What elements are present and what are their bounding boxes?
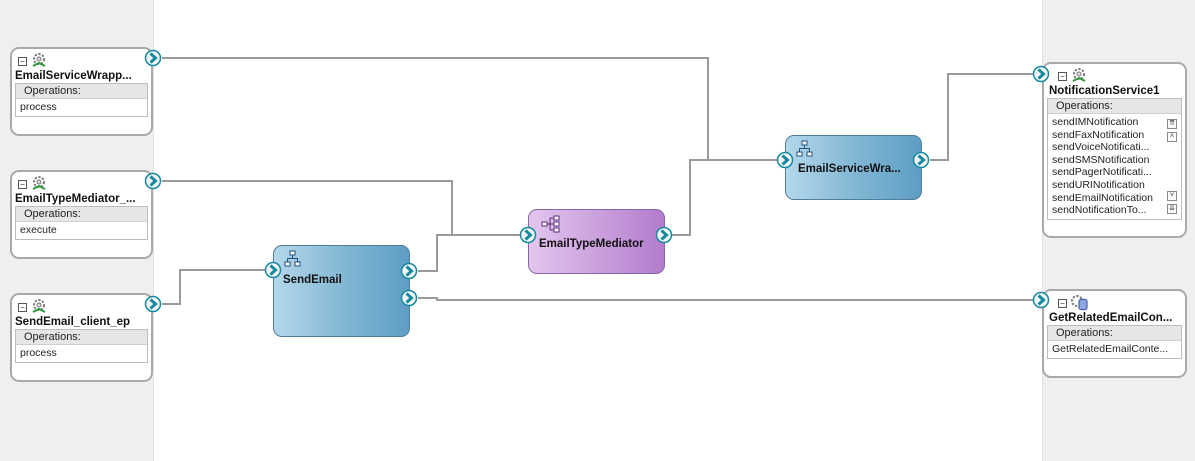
reference-notificationservice1[interactable]: − NotificationService1 Operations: sendI… (1042, 62, 1187, 238)
wire-sendemail-to-getrelatedemail[interactable] (418, 297, 1033, 301)
scroll-top-icon[interactable]: ⇈ (1167, 119, 1177, 129)
operations-header: Operations: (1048, 326, 1181, 341)
collapse-icon[interactable]: − (18, 180, 27, 189)
operations-header: Operations: (16, 207, 147, 222)
sendemail-output-port-icon[interactable] (400, 289, 418, 307)
collapse-icon[interactable]: − (18, 57, 27, 66)
sendemail-input-port-icon[interactable] (264, 261, 282, 279)
component-name: SendEmail (283, 274, 342, 286)
web-service-gear-icon (32, 176, 46, 190)
operations-panel: Operations: execute (15, 206, 148, 240)
collapse-icon[interactable]: − (1058, 299, 1067, 308)
service-name: SendEmail_client_ep (15, 316, 131, 328)
bpel-process-icon (796, 140, 813, 157)
component-emailservicewrapper[interactable]: EmailServiceWra... (785, 135, 922, 200)
sendemail-output-port-icon[interactable] (400, 262, 418, 280)
scroll-bottom-icon[interactable]: ⇊ (1167, 204, 1177, 214)
operation-item[interactable]: sendIMNotification (1052, 116, 1139, 128)
operation-item[interactable]: sendPagerNotificati... (1052, 166, 1152, 179)
operation-item[interactable]: GetRelatedEmailConte... (1052, 343, 1169, 355)
operation-item[interactable]: sendURINotification (1052, 178, 1145, 191)
service-sendemail-client-ep[interactable]: − SendEmail_client_ep Operations: proces… (10, 293, 153, 382)
wire-mediator-to-emailservicewrapper[interactable] (672, 159, 786, 236)
service-name: EmailTypeMediator_... (15, 193, 136, 205)
mediator-icon (541, 215, 560, 233)
web-service-gear-icon (32, 53, 46, 67)
operation-item[interactable]: sendEmailNotification (1052, 191, 1153, 204)
bpel-process-icon (284, 250, 301, 267)
service-emailtypemediator[interactable]: − EmailTypeMediator_... Operations: exec… (10, 170, 153, 259)
operations-panel: Operations: sendIMNotification sendFaxNo… (1047, 98, 1182, 220)
reference-name: GetRelatedEmailCon... (1049, 312, 1173, 324)
reference-port-icon[interactable] (1032, 65, 1050, 83)
service-port-icon[interactable] (144, 295, 162, 313)
wire-client-to-sendemail[interactable] (162, 269, 266, 305)
service-port-icon[interactable] (144, 172, 162, 190)
database-adapter-icon (1071, 295, 1088, 311)
collapse-icon[interactable]: − (18, 303, 27, 312)
wire-emailtypemediator-service-to-mediator[interactable] (162, 180, 520, 236)
component-sendemail[interactable]: SendEmail (273, 245, 410, 337)
service-emailservicewrapper[interactable]: − EmailServiceWrapp... Operations: proce… (10, 47, 153, 136)
service-name: EmailServiceWrapp... (15, 70, 132, 82)
wire-emailservicewrapper-to-component[interactable] (162, 57, 786, 161)
operation-item[interactable]: sendSMSNotification (1052, 153, 1150, 166)
operations-panel: Operations: process (15, 83, 148, 117)
operation-item[interactable]: execute (20, 224, 57, 236)
operations-panel: Operations: GetRelatedEmailConte... (1047, 325, 1182, 359)
wire-emailservicewrapper-to-notification[interactable] (930, 73, 1033, 161)
operation-item[interactable]: sendNotificationTo... (1052, 204, 1147, 217)
operation-item[interactable]: sendFaxNotification (1052, 128, 1145, 141)
operations-panel: Operations: process (15, 329, 148, 363)
operations-header: Operations: (1048, 99, 1181, 114)
reference-getrelatedemailcontent[interactable]: − GetRelatedEmailCon... Operations: GetR… (1042, 289, 1187, 378)
operation-item[interactable]: process (20, 347, 57, 359)
operations-header: Operations: (16, 84, 147, 99)
component-name: EmailTypeMediator (539, 238, 644, 250)
service-port-icon[interactable] (144, 49, 162, 67)
emailservicewrapper-input-port-icon[interactable] (776, 151, 794, 169)
component-emailtypemediator[interactable]: EmailTypeMediator (528, 209, 665, 274)
collapse-icon[interactable]: − (1058, 72, 1067, 81)
reference-name: NotificationService1 (1049, 85, 1160, 97)
operations-header: Operations: (16, 330, 147, 345)
scroll-up-icon[interactable]: ˄ (1167, 132, 1177, 142)
component-name: EmailServiceWra... (798, 163, 901, 175)
web-service-gear-icon (1072, 68, 1086, 82)
operation-item[interactable]: sendVoiceNotificati... (1052, 141, 1150, 154)
wire-sendemail-to-mediator[interactable] (418, 234, 520, 272)
mediator-input-port-icon[interactable] (519, 226, 537, 244)
mediator-output-port-icon[interactable] (655, 226, 673, 244)
operation-item[interactable]: process (20, 101, 57, 113)
web-service-gear-icon (32, 299, 46, 313)
emailservicewrapper-output-port-icon[interactable] (912, 151, 930, 169)
reference-port-icon[interactable] (1032, 291, 1050, 309)
scroll-down-icon[interactable]: ˅ (1167, 191, 1177, 201)
